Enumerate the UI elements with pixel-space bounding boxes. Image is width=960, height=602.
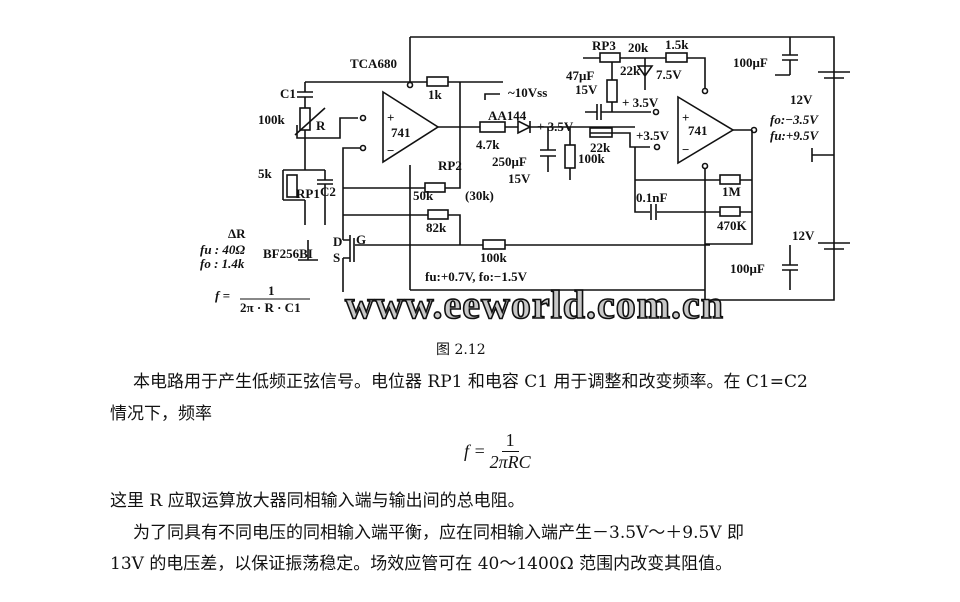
svg-text:R: R [316, 118, 326, 133]
potentiometer-rp1 [286, 174, 298, 198]
svg-text:D: D [333, 234, 342, 249]
formula-lhs: f = [464, 441, 486, 461]
svg-text:250μF: 250μF [492, 154, 527, 169]
figure-caption: 图 2.12 [436, 342, 486, 358]
svg-text:BF256BI: BF256BI [263, 246, 313, 261]
svg-text:22k: 22k [620, 63, 641, 78]
svg-text:12V: 12V [792, 228, 815, 243]
resistor-1m [719, 174, 741, 185]
resistor-1k [426, 76, 449, 87]
svg-text:15V: 15V [575, 82, 598, 97]
svg-text:741: 741 [688, 123, 708, 138]
svg-text:AA144: AA144 [488, 108, 527, 123]
fet-bf256bi: D G S [333, 232, 366, 292]
circuit-diagram: www.eeworld.com.cn TCA680 + 741 − + 741 … [200, 36, 850, 328]
svg-text:fo:−3.5V: fo:−3.5V [770, 112, 819, 127]
potentiometer-rp3 [599, 52, 621, 63]
svg-text:+ 3.5V: + 3.5V [537, 119, 574, 134]
resistor-470k [719, 206, 741, 217]
ic-label: TCA680 [350, 56, 397, 71]
diode-aa144 [517, 119, 532, 135]
formula-numerator: 1 [501, 430, 519, 452]
svg-text:50k: 50k [413, 188, 434, 203]
svg-text:741: 741 [391, 125, 411, 140]
resistor-100k [482, 239, 506, 250]
svg-text:RP2: RP2 [438, 158, 462, 173]
svg-text:G: G [356, 232, 366, 247]
svg-text:RP3: RP3 [592, 38, 616, 53]
svg-text:fu:+9.5V: fu:+9.5V [770, 128, 820, 143]
svg-text:ΔR: ΔR [228, 226, 246, 241]
paragraph-5: 13V 的电压差，以保证振荡稳定。场效应管可在 40～1400Ω 范围内改变其阻… [110, 554, 733, 574]
svg-text:2π · R · C1: 2π · R · C1 [240, 300, 301, 315]
svg-text:~10Vss: ~10Vss [508, 85, 547, 100]
svg-text:15V: 15V [508, 171, 531, 186]
resistor-82k [427, 209, 449, 220]
svg-text:12V: 12V [790, 92, 813, 107]
svg-text:S: S [333, 250, 340, 265]
svg-text:(30k): (30k) [465, 188, 494, 203]
formula-denominator: 2πRC [489, 452, 531, 472]
svg-text:C1: C1 [280, 86, 296, 101]
svg-text:C2: C2 [320, 184, 336, 199]
svg-text:+ 3.5V: + 3.5V [622, 95, 659, 110]
svg-text:f =: f = [215, 288, 230, 303]
resistor-22k-vertical [606, 79, 618, 103]
paragraph-3: 这里 R 应取运算放大器同相输入端与输出间的总电阻。 [110, 491, 525, 511]
paragraph-4: 为了同具有不同电压的同相输入端平衡，应在同相输入端产生－3.5V～＋9.5V 即 [133, 523, 745, 543]
opamp-1: + 741 − [382, 90, 440, 164]
svg-text:20k: 20k [628, 40, 649, 55]
svg-text:22k: 22k [590, 140, 611, 155]
svg-text:47μF: 47μF [566, 68, 594, 83]
svg-text:1M: 1M [722, 184, 741, 199]
potentiometer-rp2 [424, 182, 446, 193]
svg-text:100k: 100k [258, 112, 286, 127]
zener-diode [636, 58, 654, 90]
svg-text:fu:+0.7V, fo:−1.5V: fu:+0.7V, fo:−1.5V [425, 269, 528, 284]
svg-text:100k: 100k [480, 250, 508, 265]
svg-text:+: + [682, 110, 689, 125]
svg-text:82k: 82k [426, 220, 447, 235]
svg-text:+3.5V: +3.5V [636, 128, 670, 143]
svg-text:−: − [387, 143, 394, 158]
svg-text:1.5k: 1.5k [665, 37, 689, 52]
svg-text:100k: 100k [578, 151, 606, 166]
svg-text:−: − [682, 142, 689, 157]
svg-text:1: 1 [268, 283, 275, 298]
svg-text:100μF: 100μF [730, 261, 765, 276]
svg-text:100μF: 100μF [733, 55, 768, 70]
resistor-1k5 [665, 52, 688, 63]
svg-text:RP1: RP1 [296, 186, 320, 201]
svg-text:7.5V: 7.5V [656, 67, 682, 82]
top-rail-wire [410, 36, 835, 301]
svg-text:470K: 470K [717, 218, 748, 233]
resistor-22k [589, 127, 613, 138]
svg-text:fu : 40Ω: fu : 40Ω [200, 242, 245, 257]
opamp-2: + 741 − [677, 95, 735, 165]
watermark: www.eeworld.com.cn [345, 282, 724, 327]
paragraph-2: 情况下，频率 [110, 404, 212, 424]
svg-text:5k: 5k [258, 166, 273, 181]
frequency-formula: f = 1 2πRC [464, 430, 531, 473]
svg-text:4.7k: 4.7k [476, 137, 500, 152]
svg-text:1k: 1k [428, 87, 443, 102]
svg-text:fo : 1.4k: fo : 1.4k [200, 256, 245, 271]
resistor-100k-b [564, 144, 576, 169]
svg-text:+: + [387, 110, 394, 125]
paragraph-1: 本电路用于产生低频正弦信号。电位器 RP1 和电容 C1 用于调整和改变频率。在… [133, 372, 808, 392]
svg-text:0.1nF: 0.1nF [636, 190, 667, 205]
resistor-4k7 [479, 121, 506, 133]
